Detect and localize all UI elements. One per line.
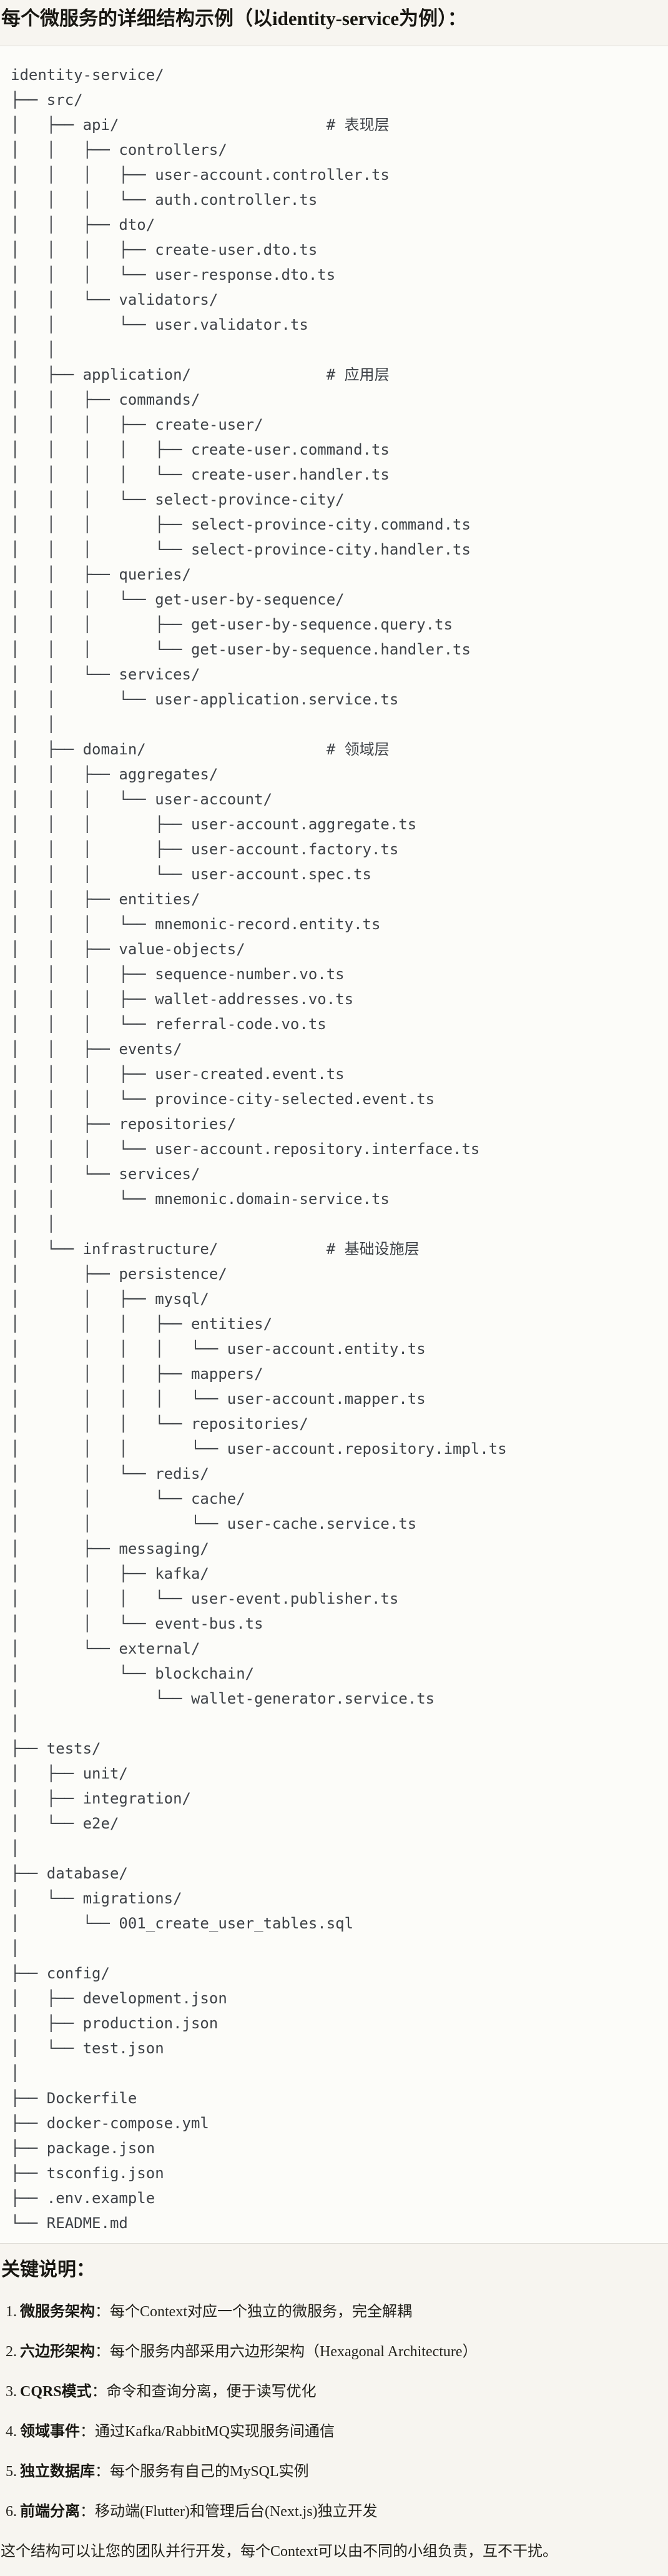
note-item-microservice: 1.微服务架构：每个Context对应一个独立的微服务，完全解耦 [0,2301,668,2322]
code-block: identity-service/ ├── src/ │ ├── api/ # … [0,46,668,2244]
note-text: ：每个Context对应一个独立的微服务，完全解耦 [95,2304,412,2320]
note-item-hexagonal: 2.六边形架构：每个服务内部采用六边形架构（Hexagonal Architec… [0,2341,668,2362]
note-label: 领域事件 [20,2424,80,2440]
note-text: ：每个服务有自己的MySQL实例 [95,2464,309,2480]
notes-heading: 关键说明： [1,2259,95,2280]
note-label: CQRS模式 [20,2384,92,2400]
note-item-frontend: 6.前端分离：移动端(Flutter)和管理后台(Next.js)独立开发 [0,2501,668,2522]
page-title: 每个微服务的详细结构示例（以identity-service为例）： [1,7,467,29]
note-text: ：移动端(Flutter)和管理后台(Next.js)独立开发 [80,2504,378,2520]
note-number: 5. [6,2464,17,2480]
note-number: 6. [6,2504,17,2520]
note-item-cqrs: 3.CQRS模式：命令和查询分离，便于读写优化 [0,2381,668,2402]
note-item-domain-events: 4.领域事件：通过Kafka/RabbitMQ实现服务间通信 [0,2421,668,2442]
note-label: 前端分离 [20,2504,80,2520]
note-number: 1. [6,2304,17,2320]
note-number: 4. [6,2424,17,2440]
note-text: ：通过Kafka/RabbitMQ实现服务间通信 [80,2424,335,2440]
note-text: ：命令和查询分离，便于读写优化 [91,2384,317,2400]
note-text: ：每个服务内部采用六边形架构（Hexagonal Architecture） [95,2344,478,2360]
document-page: 每个微服务的详细结构示例（以identity-service为例）： ident… [0,5,668,2562]
note-label: 六边形架构 [20,2344,95,2360]
note-label: 微服务架构 [20,2304,95,2320]
note-number: 3. [6,2384,17,2400]
note-item-database: 5.独立数据库：每个服务有自己的MySQL实例 [0,2461,668,2482]
notes-list: 1.微服务架构：每个Context对应一个独立的微服务，完全解耦 2.六边形架构… [0,2301,668,2522]
directory-tree: identity-service/ ├── src/ │ ├── api/ # … [11,66,507,2232]
note-number: 2. [6,2344,17,2360]
note-label: 独立数据库 [20,2464,95,2480]
closing-paragraph: 这个结构可以让您的团队并行开发，每个Context可以由不同的小组负责，互不干扰… [1,2544,557,2560]
